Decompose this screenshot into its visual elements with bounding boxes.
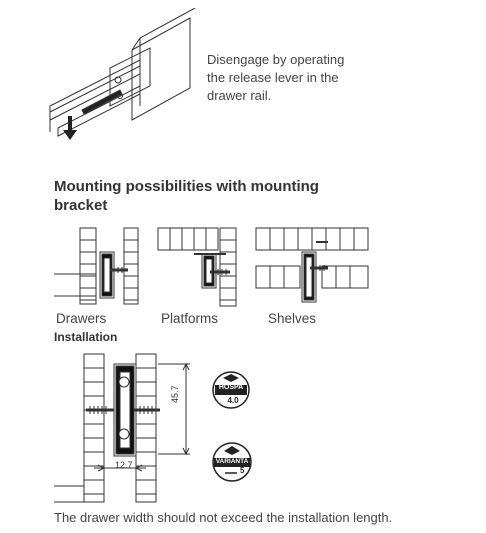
- drawers-diagram: [54, 226, 144, 306]
- release-caption-line: the release lever in the: [207, 70, 339, 85]
- release-caption-line: Disengage by operating: [207, 52, 345, 67]
- installation-diagram: [54, 346, 204, 506]
- varianta-badge-icon: [211, 441, 253, 483]
- platforms-diagram: [156, 226, 240, 308]
- mounting-heading-line: Mounting possibilities with mounting: [54, 178, 319, 195]
- varianta-name: VARIANTA: [215, 458, 249, 465]
- mounting-heading: Mounting possibilities with mounting bra…: [54, 177, 319, 215]
- release-lever-illustration: [40, 8, 200, 158]
- hospa-name: HOSPA: [218, 384, 244, 391]
- dim-vertical-label: 45.7: [170, 385, 180, 403]
- installation-note: The drawer width should not exceed the i…: [54, 510, 393, 525]
- shelves-label: Shelves: [268, 311, 317, 326]
- release-caption: Disengage by operating the release lever…: [207, 51, 344, 105]
- drawers-label: Drawers: [56, 311, 107, 326]
- hospa-size: 4.0: [227, 396, 239, 405]
- installation-title: Installation: [54, 330, 118, 344]
- platforms-label: Platforms: [161, 311, 219, 326]
- hospa-badge-icon: [211, 370, 251, 410]
- mounting-heading-line: bracket: [54, 197, 108, 214]
- release-caption-line: drawer rail.: [207, 88, 272, 103]
- shelves-diagram: [254, 226, 372, 308]
- varianta-size: 5: [240, 466, 245, 475]
- dim-horizontal-label: 12.7: [115, 460, 133, 470]
